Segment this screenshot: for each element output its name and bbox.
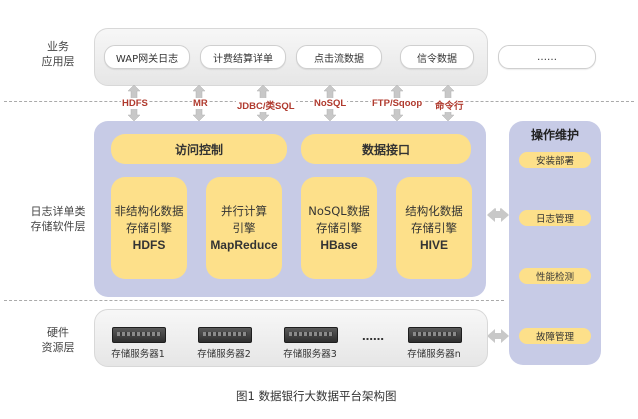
ops-item-performance: 性能检测 <box>519 268 591 284</box>
engine-mapreduce-line1: 并行计算 <box>221 203 267 218</box>
app-box-billing: 计费结算详单 <box>200 45 286 69</box>
app-box-clickstream: 点击流数据 <box>296 45 382 69</box>
engine-hdfs-line1: 非结构化数据 <box>114 203 184 218</box>
app-box-signaling: 信令数据 <box>400 45 474 69</box>
server-label-2: 存储服务器2 <box>197 349 251 360</box>
engine-hive-name: HIVE <box>419 237 448 252</box>
arrow-ops-storage <box>487 208 509 222</box>
engine-hbase-line1: NoSQL数据 <box>308 203 370 218</box>
server-label-3: 存储服务器3 <box>283 349 337 360</box>
layer-label-hardware-line2: 资源层 <box>41 341 75 354</box>
layer-label-storage-line1: 日志详单类 <box>30 205 86 218</box>
servers-ellipsis: …… <box>362 330 384 343</box>
layer-label-storage-line2: 存储软件层 <box>30 220 86 233</box>
layer-label-hardware-line1: 硬件 <box>47 326 69 339</box>
protocol-ftp: FTP/Sqoop <box>371 98 424 109</box>
separator-bottom <box>4 300 504 301</box>
ops-item-logs: 日志管理 <box>519 210 591 226</box>
server-label-1: 存储服务器1 <box>111 349 165 360</box>
server-icon-n <box>408 327 462 343</box>
server-icon-1 <box>112 327 166 343</box>
layer-label-app-line1: 业务 <box>47 40 69 53</box>
server-label-n: 存储服务器n <box>407 349 461 360</box>
engine-hdfs-name: HDFS <box>132 237 166 252</box>
engine-mapreduce: 并行计算 引擎 MapReduce <box>206 177 282 279</box>
engine-hbase-line2: 存储引擎 <box>316 220 362 235</box>
arrow-ops-hardware <box>487 329 509 343</box>
protocol-nosql: NoSQL <box>313 98 348 109</box>
engine-hive-line2: 存储引擎 <box>411 220 457 235</box>
app-box-wap-log: WAP网关日志 <box>104 45 190 69</box>
engine-mapreduce-name: MapReduce <box>210 237 278 252</box>
protocol-jdbc: JDBC/类SQL <box>236 98 296 112</box>
engine-hive: 结构化数据 存储引擎 HIVE <box>396 177 472 279</box>
access-control-box: 访问控制 <box>111 134 287 164</box>
engine-hdfs: 非结构化数据 存储引擎 HDFS <box>111 177 187 279</box>
figure-caption: 图1 数据银行大数据平台架构图 <box>236 389 397 403</box>
arrow-ops-svg <box>487 208 509 222</box>
layer-label-app: 业务 应用层 <box>28 39 88 69</box>
engine-hbase: NoSQL数据 存储引擎 HBase <box>301 177 377 279</box>
server-icon-2 <box>198 327 252 343</box>
arrow-ops-hw-svg <box>487 329 509 343</box>
protocol-mr: MR <box>192 98 209 109</box>
layer-label-app-line2: 应用层 <box>41 55 75 68</box>
ops-title: 操作维护 <box>530 128 579 142</box>
protocol-cli: 命令行 <box>434 98 465 112</box>
app-box-more: …… <box>498 45 596 69</box>
layer-label-hardware: 硬件 资源层 <box>28 325 88 355</box>
engine-hdfs-line2: 存储引擎 <box>126 220 172 235</box>
engine-hive-line1: 结构化数据 <box>405 203 463 218</box>
ops-item-faults: 故障管理 <box>519 328 591 344</box>
engine-hbase-name: HBase <box>320 237 358 252</box>
engine-mapreduce-line2: 引擎 <box>232 220 256 235</box>
data-interface-box: 数据接口 <box>301 134 471 164</box>
layer-label-storage: 日志详单类 存储软件层 <box>24 204 92 234</box>
server-icon-3 <box>284 327 338 343</box>
ops-item-install: 安装部署 <box>519 152 591 168</box>
protocol-hdfs: HDFS <box>121 98 149 109</box>
